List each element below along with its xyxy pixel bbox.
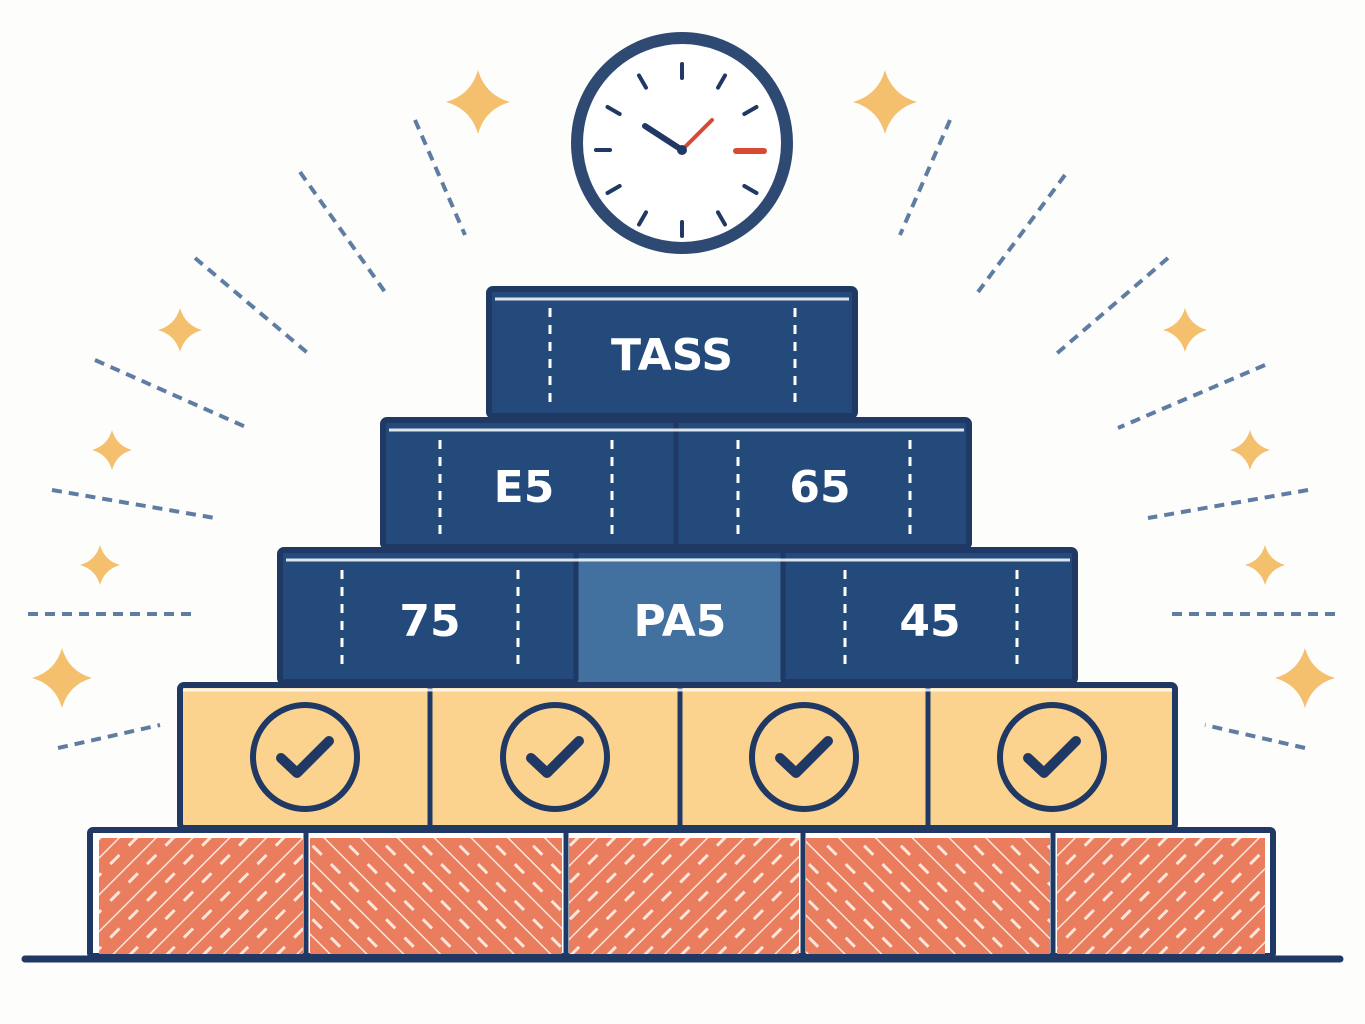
ray	[898, 119, 952, 236]
four-point-star-icon	[32, 648, 92, 708]
four-point-star-icon	[853, 70, 917, 134]
checkmark-circle-icon	[997, 702, 1107, 812]
ray	[1204, 723, 1306, 750]
brick-tile	[569, 838, 799, 954]
checkmark-circle-icon	[250, 702, 360, 812]
ray	[51, 488, 216, 520]
block-label: 65	[789, 462, 850, 513]
four-point-star-icon	[1245, 545, 1285, 585]
clock-tick	[637, 210, 648, 227]
ray	[298, 170, 387, 294]
ray	[193, 256, 312, 357]
block-label: 45	[899, 596, 960, 647]
clock-tick	[716, 210, 727, 227]
block-label-highlighted: PA5	[634, 596, 727, 647]
ray	[413, 119, 467, 236]
four-point-star-icon	[92, 430, 132, 470]
four-point-star-icon	[446, 70, 510, 134]
block-row-two: E5 65	[380, 417, 972, 550]
clock-icon	[571, 32, 793, 254]
brick-row	[87, 827, 1276, 959]
brick-tile	[1057, 838, 1265, 954]
clock-tick	[637, 73, 648, 90]
check-row	[177, 682, 1178, 831]
clock-tick	[742, 105, 759, 116]
block-label: 75	[399, 596, 460, 647]
ray	[1147, 488, 1309, 520]
four-point-star-icon	[1230, 430, 1270, 470]
four-point-star-icon	[1163, 308, 1207, 352]
ray	[976, 173, 1067, 294]
ray	[1117, 363, 1266, 430]
four-point-star-icon	[1275, 648, 1335, 708]
clock-tick	[742, 184, 759, 195]
brick-tile	[806, 838, 1050, 954]
clock-tick	[605, 105, 622, 116]
sunburst-rays	[28, 119, 1335, 750]
sparkles	[32, 70, 1335, 708]
ray	[94, 358, 249, 430]
checkmark-circle-icon	[749, 702, 859, 812]
block-top: TASS	[486, 286, 858, 419]
brick-tile	[99, 838, 303, 954]
block-label-top: TASS	[611, 330, 733, 381]
ray	[1053, 256, 1170, 357]
block-label: E5	[494, 462, 555, 513]
four-point-star-icon	[80, 545, 120, 585]
highlighted-block	[578, 558, 781, 682]
four-point-star-icon	[158, 308, 202, 352]
clock-tick	[605, 184, 622, 195]
ray	[57, 723, 161, 750]
brick-tile	[310, 838, 562, 954]
block-row-three: 75 PA5 45	[277, 547, 1078, 685]
checkmark-circle-icon	[500, 702, 610, 812]
clock-tick	[716, 73, 727, 90]
